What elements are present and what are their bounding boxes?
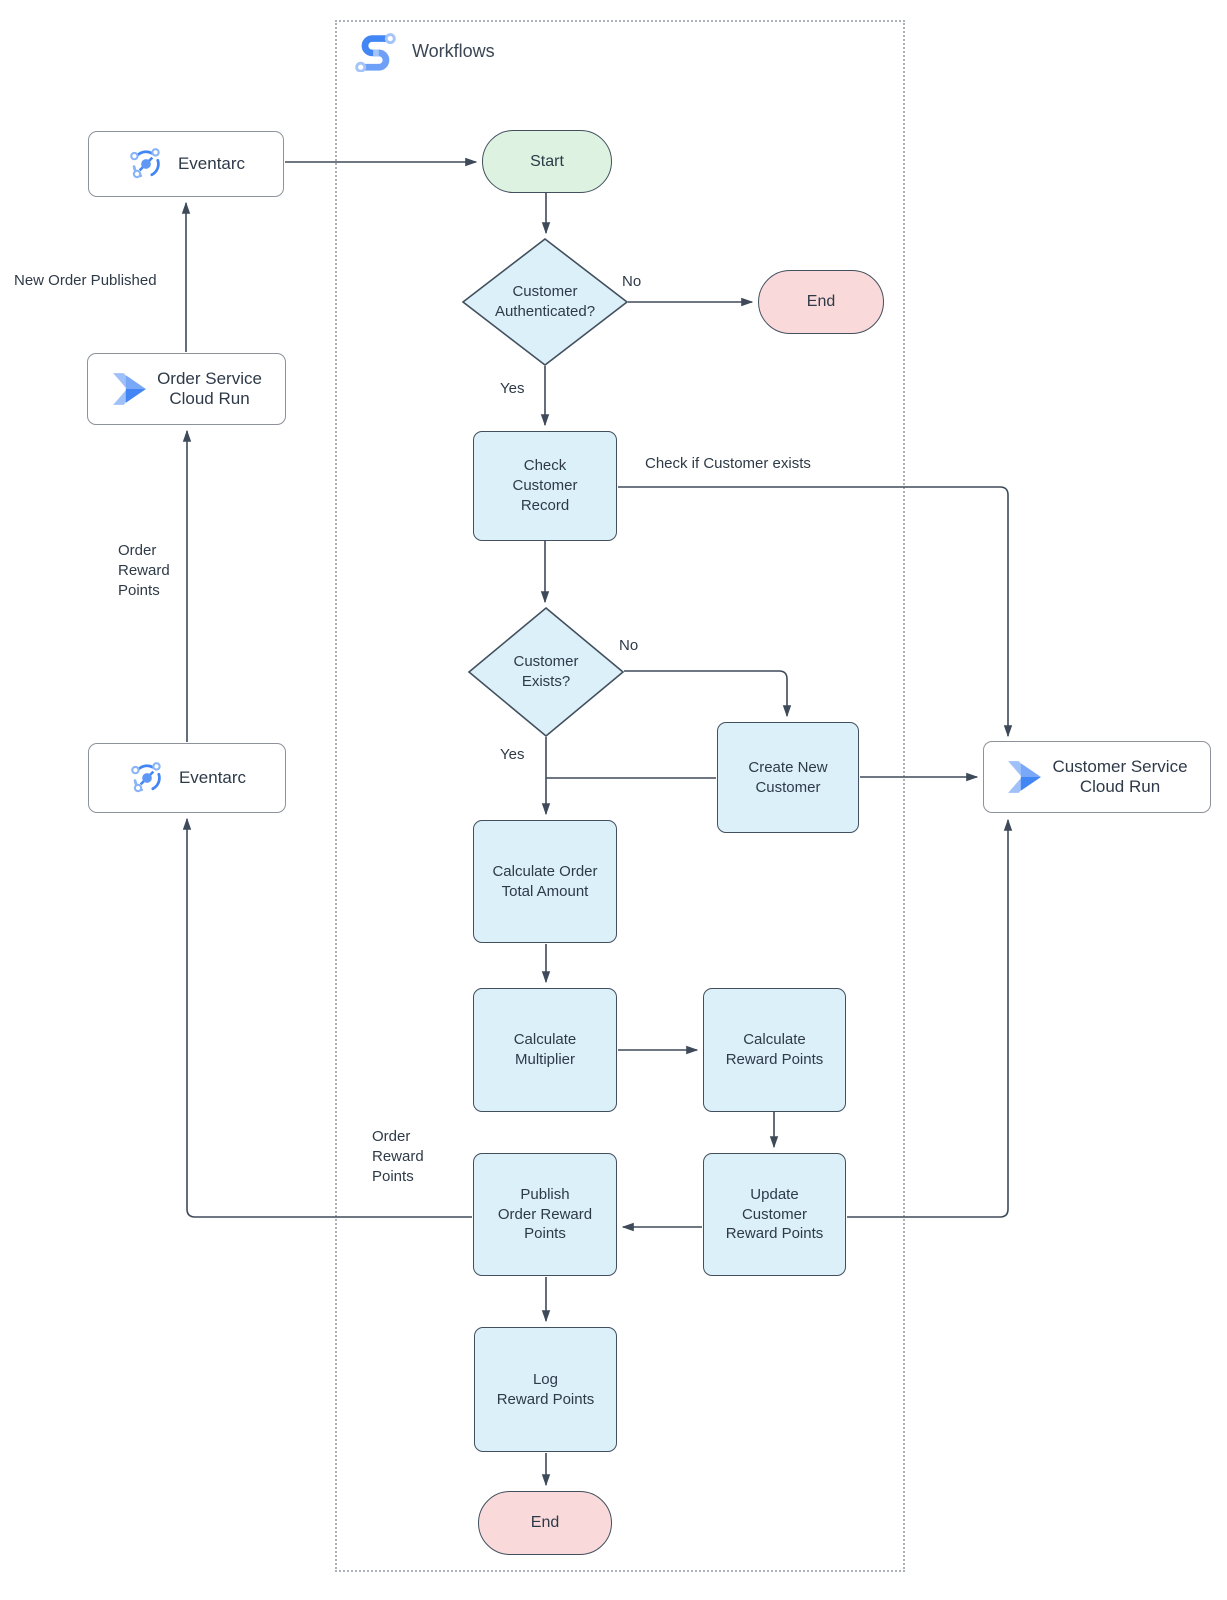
edge-label-check-if-customer-exists: Check if Customer exists xyxy=(645,455,811,472)
node-create-new-customer: Create New Customer xyxy=(717,722,859,833)
external-eventarc-top-label: Eventarc xyxy=(177,154,246,173)
node-publish-order-reward-points-label: Publish Order Reward Points xyxy=(497,1185,593,1243)
node-start: Start xyxy=(482,130,612,193)
cloud-run-icon xyxy=(1006,761,1042,793)
external-eventarc-bottom: Eventarc xyxy=(88,743,286,813)
node-calculate-reward-points-label: Calculate Reward Points xyxy=(725,1031,824,1068)
node-calculate-multiplier: Calculate Multiplier xyxy=(473,988,617,1112)
node-calculate-order-total-label: Calculate Order Total Amount xyxy=(492,862,598,900)
node-end-top-label: End xyxy=(806,293,836,311)
external-eventarc-bottom-label: Eventarc xyxy=(178,768,247,787)
edge-label-order-reward-points-publish: Order Reward Points xyxy=(372,1128,424,1185)
edge-label-exists-yes: Yes xyxy=(500,746,525,763)
node-calculate-multiplier-label: Calculate Multiplier xyxy=(513,1031,577,1068)
workflows-title: Workflows xyxy=(412,40,495,61)
edge-label-exists-no: No xyxy=(619,637,639,654)
external-order-service: Order Service Cloud Run xyxy=(87,353,286,425)
external-order-service-label: Order Service Cloud Run xyxy=(157,369,262,408)
node-end-bottom: End xyxy=(478,1491,612,1555)
external-eventarc-top: Eventarc xyxy=(88,131,284,197)
edge-label-auth-yes: Yes xyxy=(500,380,525,397)
edge-label-new-order-published: New Order Published xyxy=(14,272,157,289)
eventarc-icon xyxy=(127,145,165,183)
external-customer-service-label: Customer Service Cloud Run xyxy=(1052,757,1188,796)
node-update-customer-reward-points: Update Customer Reward Points xyxy=(703,1153,846,1276)
node-end-top: End xyxy=(758,270,884,334)
workflows-icon xyxy=(352,30,398,72)
node-check-customer-record-label: Check Customer Record xyxy=(512,457,578,514)
node-log-reward-points-label: Log Reward Points xyxy=(496,1370,595,1408)
cloud-run-icon xyxy=(111,373,147,405)
node-publish-order-reward-points: Publish Order Reward Points xyxy=(473,1153,617,1276)
node-start-label: Start xyxy=(530,152,564,170)
node-update-customer-reward-points-label: Update Customer Reward Points xyxy=(725,1185,824,1243)
workflows-header: Workflows xyxy=(352,30,495,72)
node-end-bottom-label: End xyxy=(530,1514,560,1532)
node-calculate-order-total: Calculate Order Total Amount xyxy=(473,820,617,943)
eventarc-icon xyxy=(128,759,166,797)
node-log-reward-points: Log Reward Points xyxy=(474,1327,617,1452)
edge-label-order-reward-points-left: Order Reward Points xyxy=(118,542,170,599)
node-check-customer-record: Check Customer Record xyxy=(473,431,617,541)
external-customer-service: Customer Service Cloud Run xyxy=(983,741,1211,813)
workflows-container xyxy=(335,20,905,1572)
node-calculate-reward-points: Calculate Reward Points xyxy=(703,988,846,1112)
edge-label-auth-no: No xyxy=(622,273,642,290)
node-create-new-customer-label: Create New Customer xyxy=(748,758,828,796)
